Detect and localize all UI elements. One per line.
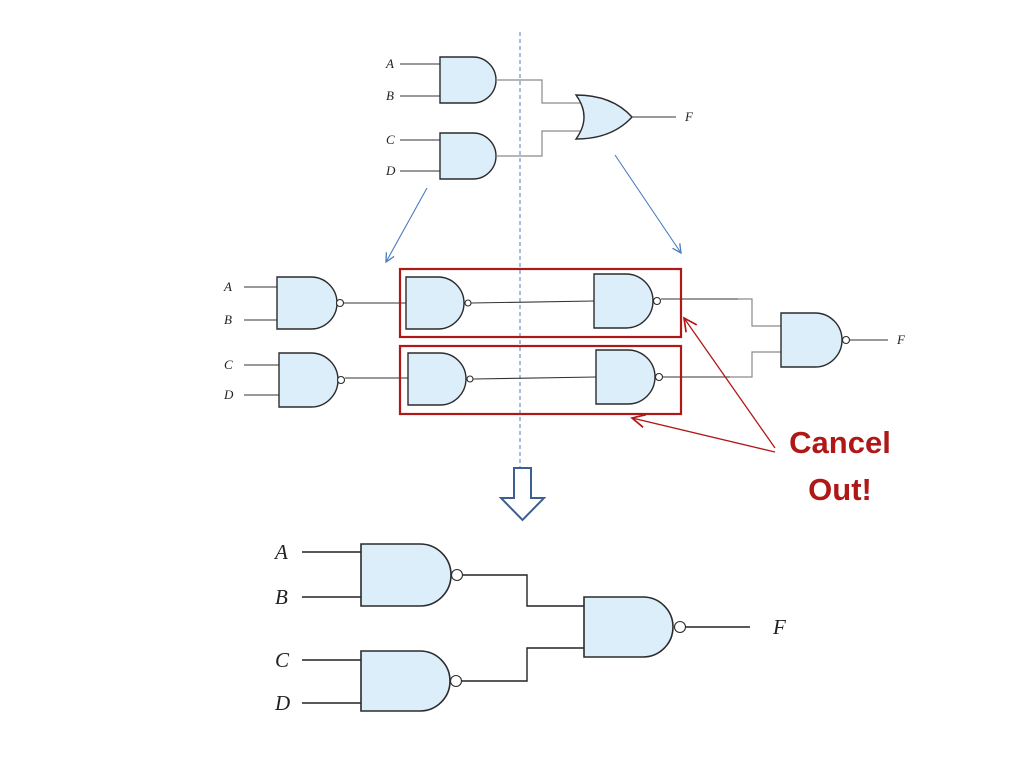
mid-input-c-label: C: [224, 357, 233, 372]
mid-inverter-nand-3: [407, 352, 467, 406]
bottom-input-b-label: B: [275, 585, 288, 609]
mid-inverter-nand-2-bubble: [652, 296, 662, 306]
mid-final-nand-bubble: [841, 335, 851, 345]
top-output-f-label: F: [684, 109, 694, 124]
top-circuit: A B C D F: [385, 56, 694, 180]
top-and-gate-ab: [439, 56, 497, 104]
bottom-input-c-label: C: [275, 648, 290, 672]
down-arrow-icon: [498, 467, 547, 522]
mid-inverter-nand-3-bubble: [466, 375, 474, 383]
mid-inverter-nand-1: [405, 276, 465, 330]
mid-nand-gate-cd: [278, 352, 339, 408]
mid-nand-cd-bubble: [336, 375, 346, 385]
top-and-gate-cd: [439, 132, 497, 180]
bottom-output-f-label: F: [772, 615, 786, 639]
cancel-out-line1: Cancel: [789, 425, 891, 460]
blue-arrow-right: [614, 154, 681, 253]
top-input-d-label: D: [385, 163, 396, 178]
cancel-arrow-bottom: [632, 418, 776, 453]
bottom-nand-ab-bubble: [450, 568, 464, 582]
bottom-final-nand-bubble: [673, 620, 687, 634]
bottom-input-d-label: D: [274, 691, 290, 715]
mid-inverter-nand-4: [595, 349, 656, 405]
bottom-nand-cd-bubble: [449, 674, 463, 688]
mid-nand-gate-ab: [276, 276, 338, 330]
bottom-nand-gate-ab: [360, 543, 452, 607]
cancel-out-line2: Out!: [808, 472, 872, 507]
mid-input-a-label: A: [223, 279, 232, 294]
bottom-nand-gate-cd: [360, 650, 451, 712]
cancel-box-bottom: [398, 344, 683, 416]
middle-circuit: A B C D F: [223, 273, 906, 408]
mid-inverter-nand-2: [593, 273, 654, 329]
top-or-gate: [574, 94, 633, 140]
top-input-c-label: C: [386, 132, 395, 147]
mid-output-f-label: F: [896, 332, 906, 347]
blue-arrow-left: [386, 187, 428, 262]
bottom-final-nand-gate: [583, 596, 674, 658]
mid-nand-ab-bubble: [335, 298, 345, 308]
mid-final-nand-gate: [780, 312, 843, 368]
cancel-box-top: [398, 267, 683, 339]
mid-inverter-nand-1-bubble: [464, 299, 472, 307]
bottom-input-a-label: A: [273, 540, 288, 564]
bottom-circuit: A B C D F: [273, 540, 786, 715]
top-input-b-label: B: [386, 88, 394, 103]
mid-input-b-label: B: [224, 312, 232, 327]
top-input-a-label: A: [385, 56, 394, 71]
cancel-arrow-top: [684, 318, 776, 449]
mid-inverter-nand-4-bubble: [654, 372, 664, 382]
mid-input-d-label: D: [223, 387, 234, 402]
